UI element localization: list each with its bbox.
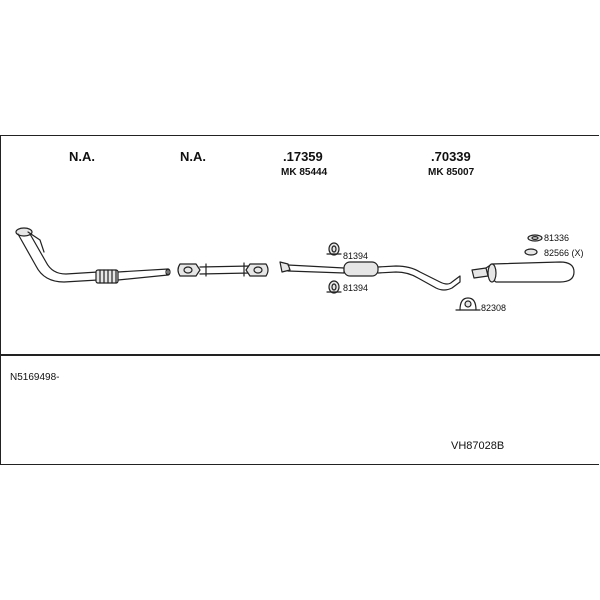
clamp-rear-icon xyxy=(455,297,481,311)
intermediate-pipe-code: N.A. xyxy=(180,149,206,164)
center-silencer xyxy=(279,261,461,291)
front-pipe xyxy=(15,227,171,284)
footer-divider xyxy=(0,354,600,356)
clamp-top-icon xyxy=(326,242,342,256)
rubber-top-code: 81336 xyxy=(544,233,570,243)
clamp-bottom-code: 81394 xyxy=(343,283,369,293)
center-silencer-code: .17359 xyxy=(283,149,323,164)
front-pipe-code: N.A. xyxy=(69,149,95,164)
clamp-bottom-icon xyxy=(326,280,342,294)
rear-silencer-mk: MK 85007 xyxy=(428,167,475,178)
clamp-rear-code: 82308 xyxy=(481,303,507,313)
clamp-top-code: 81394 xyxy=(343,251,369,261)
rubber-mid-code: 82566 (X) xyxy=(544,248,584,258)
rubber-mount-mid-icon xyxy=(524,248,538,256)
rear-silencer xyxy=(471,261,575,283)
kit-code: VH87028B xyxy=(451,440,505,452)
rear-silencer-code: .70339 xyxy=(431,149,471,164)
diagram-frame xyxy=(0,135,599,465)
center-silencer-mk: MK 85444 xyxy=(281,167,328,178)
rubber-mount-top-icon xyxy=(527,234,543,242)
reference-number: N5169498- xyxy=(10,372,60,383)
intermediate-pipe xyxy=(177,262,269,277)
flex-joint xyxy=(95,269,119,284)
